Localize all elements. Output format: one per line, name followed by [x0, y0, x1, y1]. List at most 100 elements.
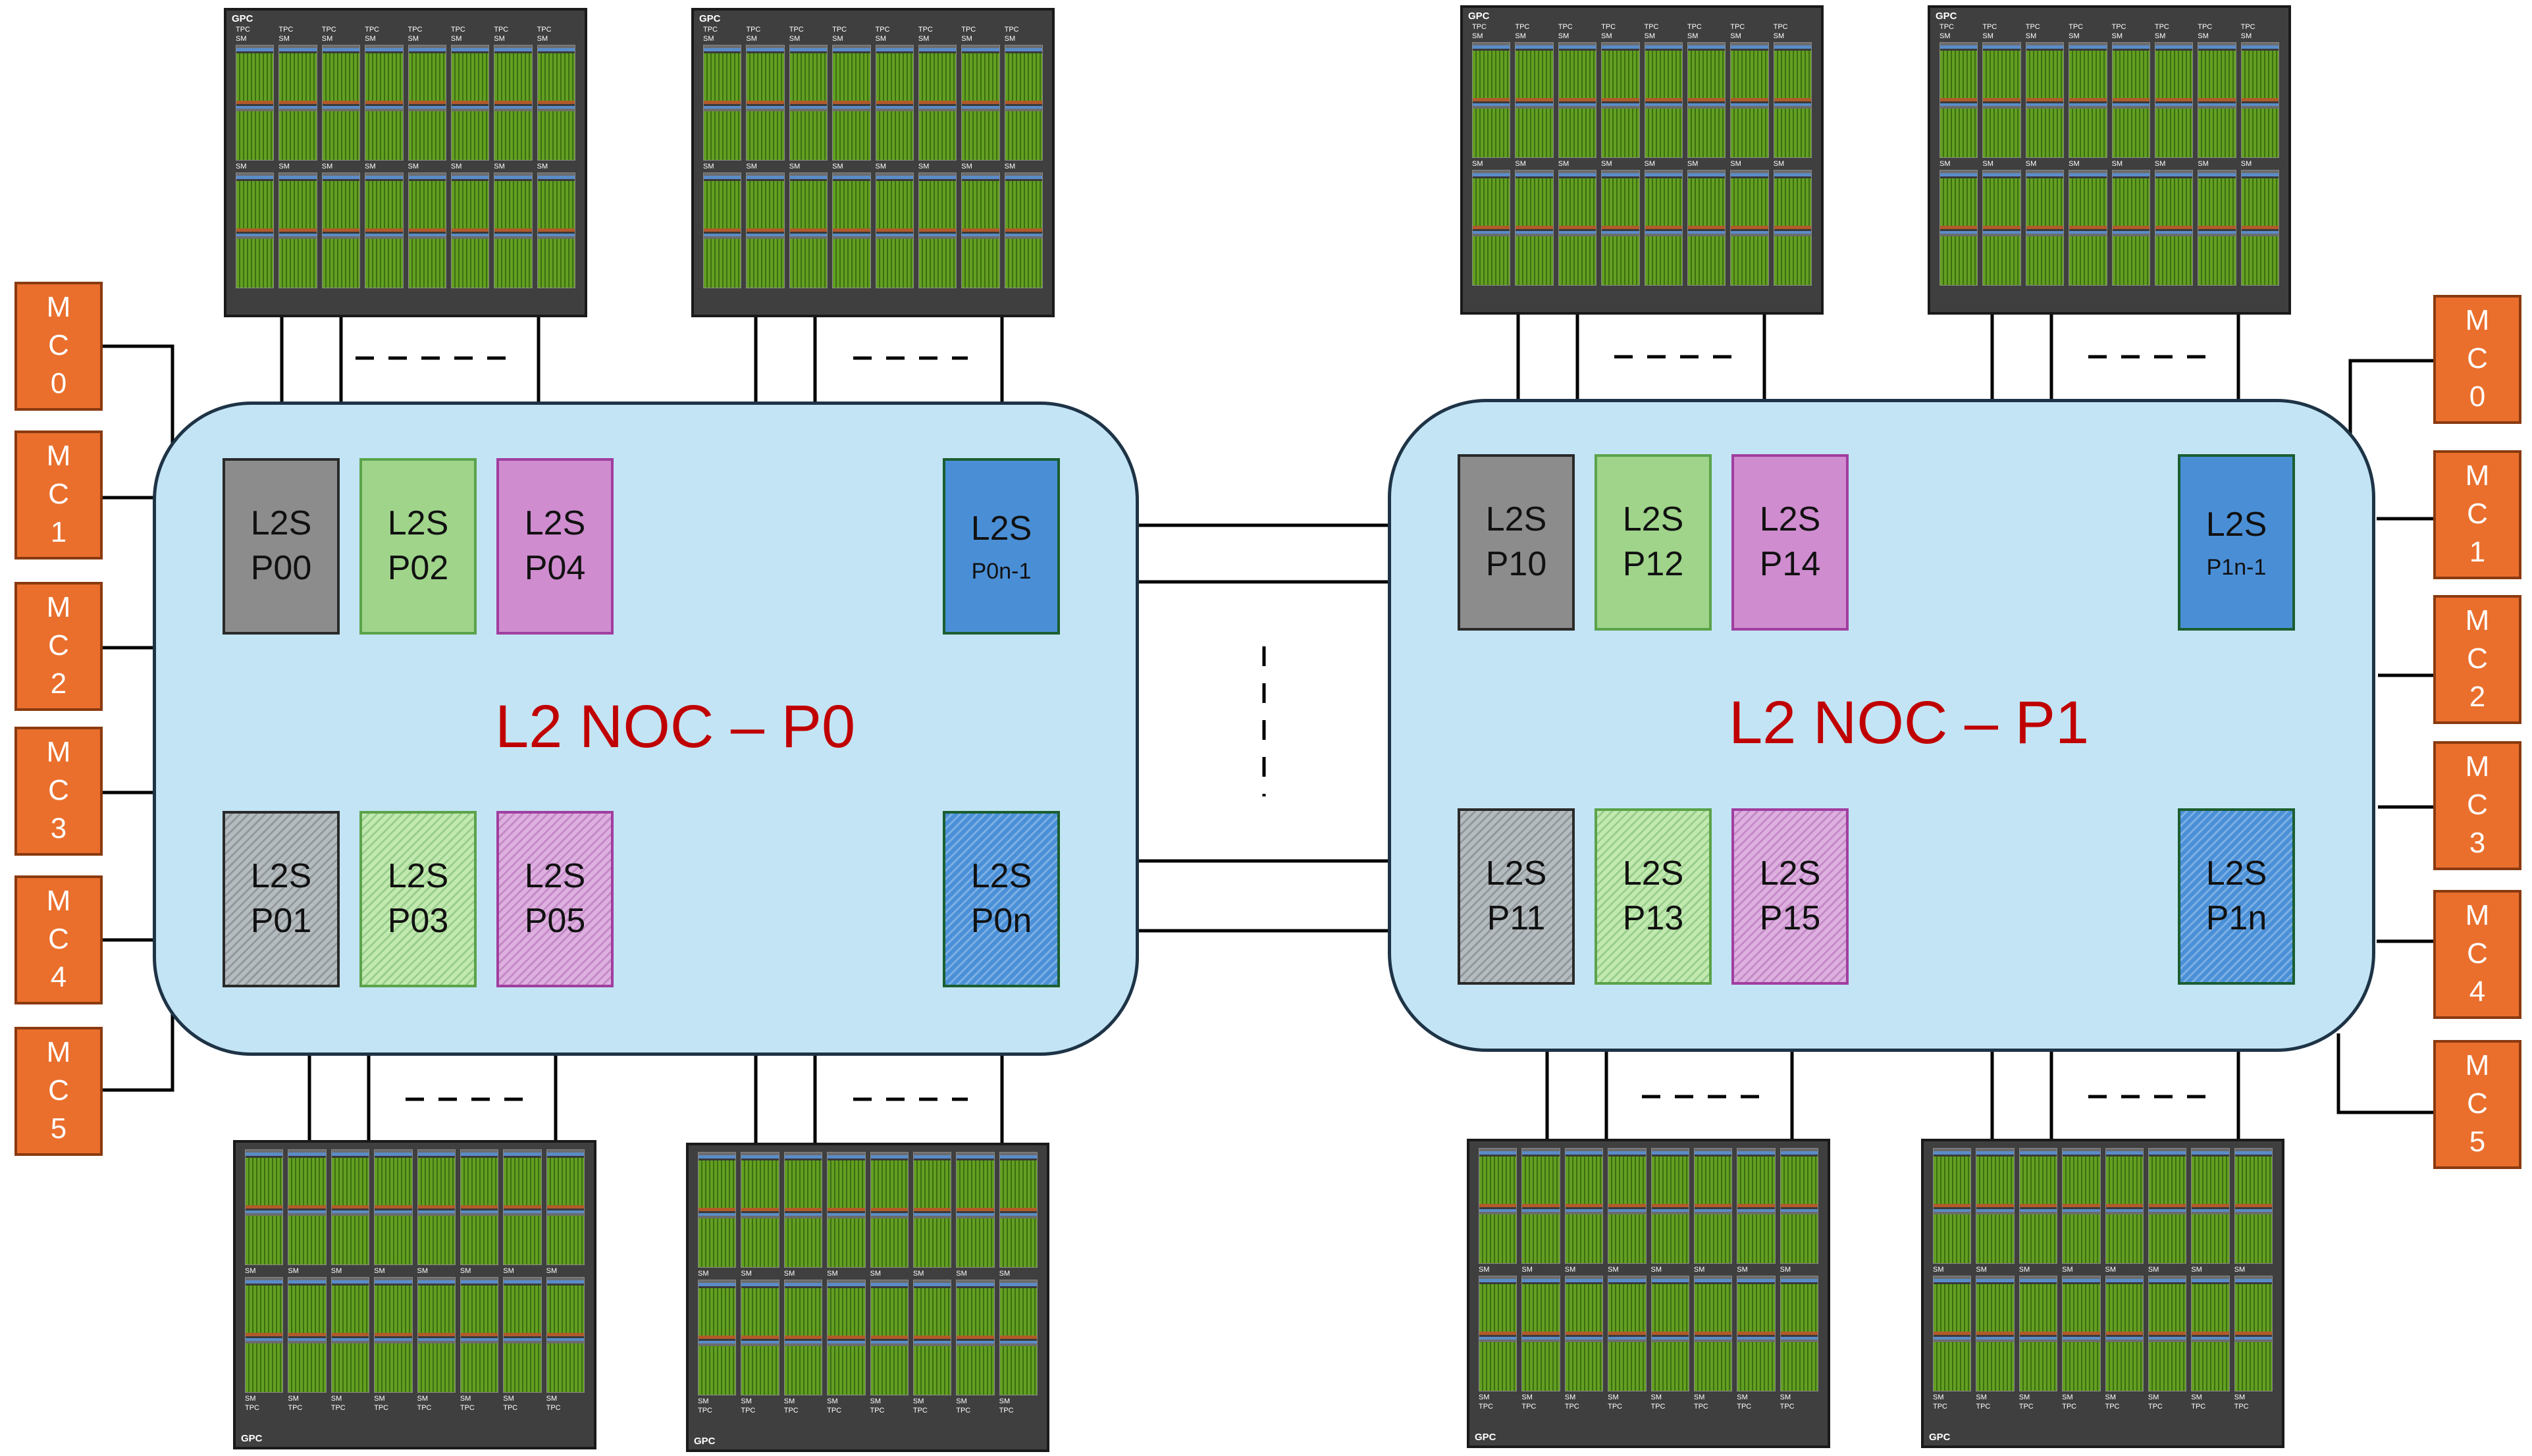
sm-label: SM — [245, 1267, 256, 1275]
sm-block — [789, 172, 828, 288]
sm-label: SM — [503, 1267, 514, 1275]
sm-block — [2105, 1276, 2144, 1391]
sm-block — [408, 172, 446, 288]
sm-block — [460, 1277, 499, 1393]
tpc-label: TPC — [741, 1407, 756, 1415]
tpc-label: TPC — [1472, 23, 1487, 31]
tpc-label: TPC — [245, 1404, 259, 1412]
sm-block — [783, 1152, 823, 1268]
sm-label: SM — [746, 35, 757, 43]
sm-block — [1601, 170, 1640, 286]
sm-block — [503, 1149, 542, 1265]
sm-block — [278, 172, 317, 288]
sm-label: SM — [1650, 1266, 1662, 1274]
tpc-label: TPC — [1564, 1403, 1579, 1411]
sm-block — [321, 172, 361, 288]
tpc-label: TPC — [365, 26, 380, 34]
tpc-label: TPC — [236, 26, 250, 34]
sm-block — [1780, 1148, 1818, 1264]
sm-block — [912, 1280, 952, 1395]
sm-label: SM — [2234, 1393, 2246, 1401]
tpc-label: TPC — [999, 1407, 1014, 1415]
sm-block — [1472, 170, 1511, 286]
sm-label: SM — [2111, 32, 2123, 40]
sm-label: SM — [503, 1395, 514, 1403]
sm-block — [417, 1277, 456, 1393]
sm-block — [1982, 170, 2021, 286]
tpc-label: TPC — [1976, 1403, 1991, 1411]
sm-block — [870, 1280, 909, 1395]
sm-block — [1515, 42, 1554, 158]
sm-label: SM — [1730, 32, 1741, 40]
tpc-label: TPC — [288, 1404, 303, 1412]
tpc-label: TPC — [832, 26, 847, 34]
sm-label: SM — [783, 1397, 795, 1405]
sm-label: SM — [2198, 160, 2209, 168]
sm-label: SM — [1644, 160, 1656, 168]
sm-label: SM — [546, 1395, 558, 1403]
sm-block — [245, 1149, 284, 1265]
tpc-label: TPC — [2069, 23, 2084, 31]
sm-block — [245, 1277, 284, 1393]
tpc-label: TPC — [537, 26, 552, 34]
sm-label: SM — [2240, 160, 2252, 168]
sm-block — [2234, 1276, 2273, 1391]
tpc-label: TPC — [918, 26, 933, 34]
sm-label: SM — [2062, 1393, 2073, 1401]
sm-label: SM — [1976, 1266, 1987, 1274]
sm-label: SM — [1521, 1266, 1533, 1274]
sm-label: SM — [330, 1267, 342, 1275]
sm-label: SM — [1737, 1266, 1748, 1274]
sm-block — [2018, 1276, 2058, 1391]
sm-block — [1644, 170, 1683, 286]
tpc-label: TPC — [2191, 1403, 2206, 1411]
sm-block — [288, 1149, 327, 1265]
sm-label: SM — [1737, 1393, 1748, 1401]
tpc-label: TPC — [1521, 1403, 1537, 1411]
tpc-label: TPC — [1730, 23, 1745, 31]
sm-label: SM — [2148, 1393, 2159, 1401]
sm-block — [1730, 170, 1769, 286]
sm-label: SM — [870, 1397, 882, 1405]
sm-block — [2105, 1148, 2144, 1264]
sm-label: SM — [1730, 160, 1741, 168]
tpc-label: TPC — [2018, 1403, 2034, 1411]
tpc-label: TPC — [1558, 23, 1573, 31]
sm-block — [374, 1277, 413, 1393]
sm-block — [1558, 42, 1597, 158]
sm-block — [827, 1152, 866, 1268]
sm-label: SM — [2105, 1393, 2117, 1401]
sm-block — [2111, 42, 2150, 158]
sm-label: SM — [1773, 32, 1785, 40]
sm-block — [918, 172, 957, 288]
sm-block — [2025, 42, 2065, 158]
sm-label: SM — [961, 35, 972, 43]
sm-label: SM — [2062, 1266, 2073, 1274]
